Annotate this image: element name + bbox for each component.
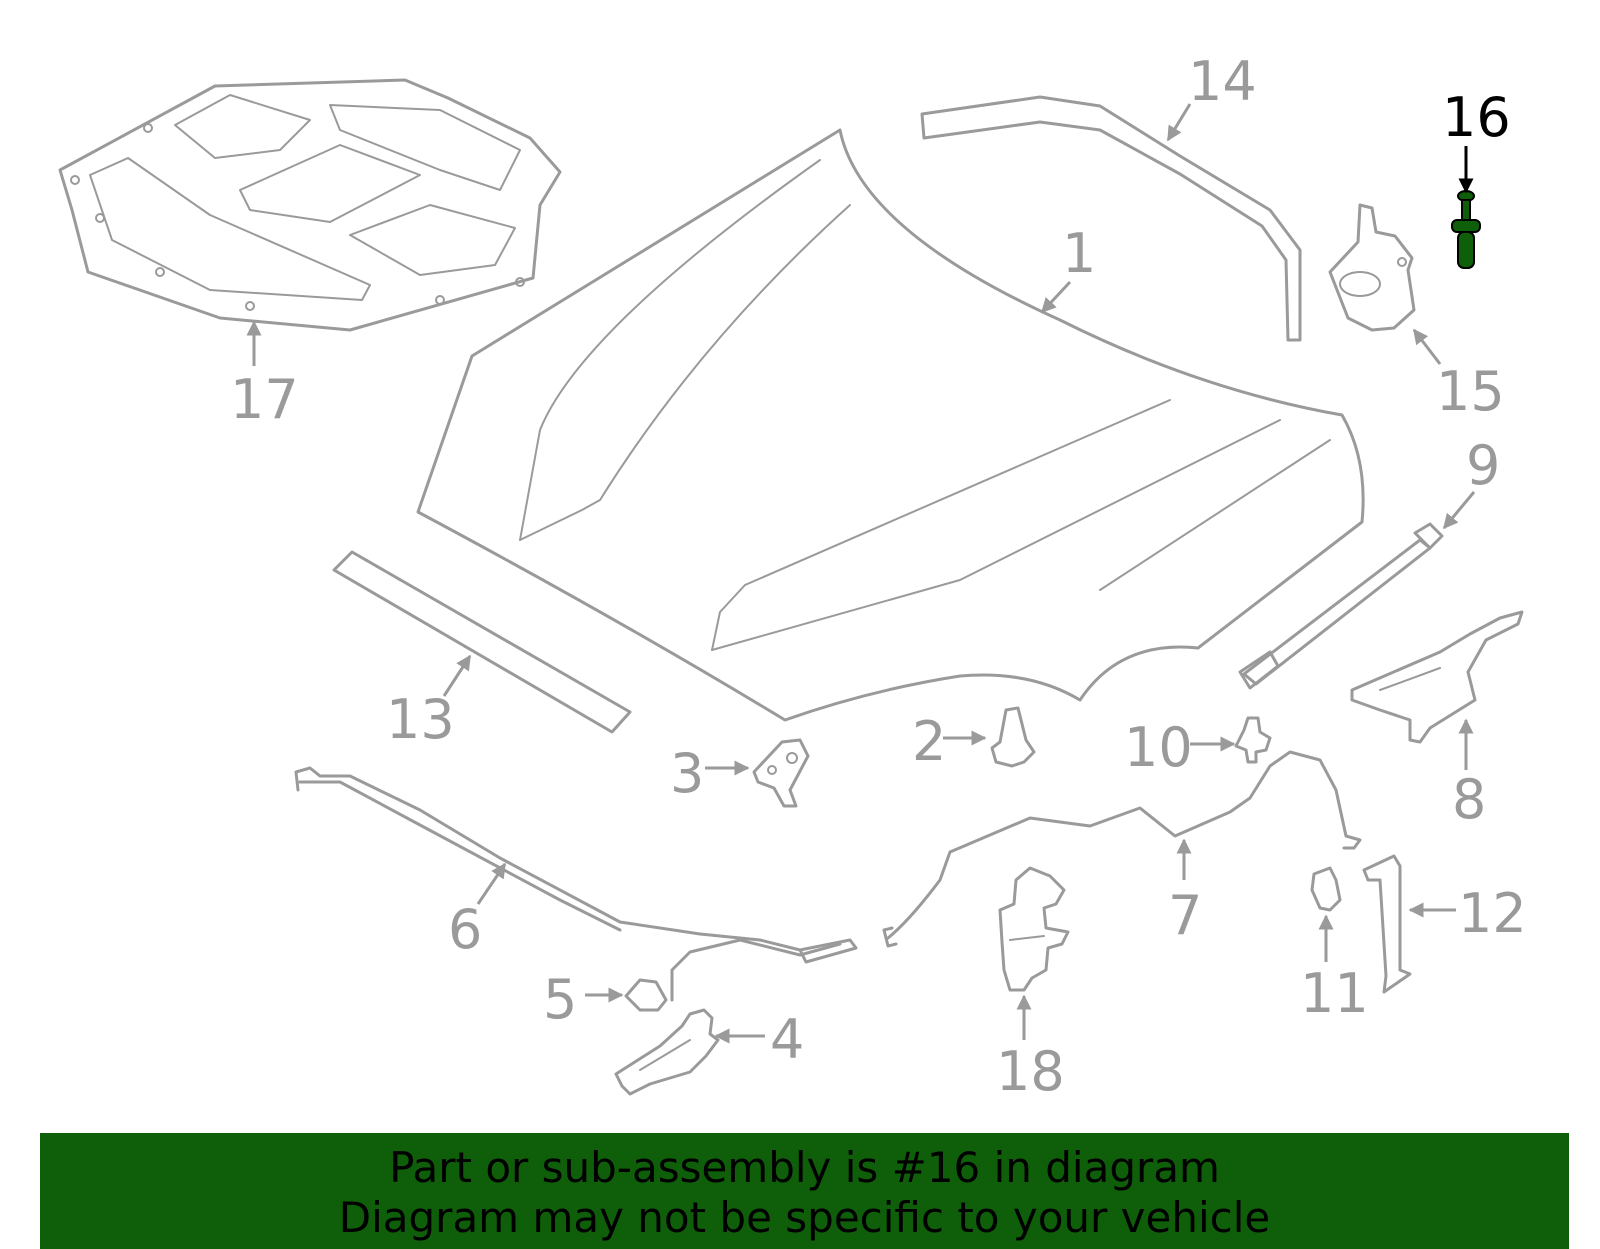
callout-15: 15	[1436, 360, 1505, 423]
part-2-bumper	[990, 706, 1036, 768]
info-banner: Part or sub-assembly is #16 in diagram D…	[40, 1133, 1569, 1249]
part-14-hood-seal	[920, 95, 1302, 342]
callout-16: 16	[1442, 86, 1511, 149]
callout-9: 9	[1466, 434, 1500, 497]
callout-10: 10	[1124, 716, 1193, 779]
banner-line-2: Diagram may not be specific to your vehi…	[338, 1193, 1271, 1242]
part-8-hood-hinge	[1350, 610, 1524, 744]
part-18-actuator	[998, 866, 1070, 992]
callout-18: 18	[996, 1040, 1065, 1103]
callout-14: 14	[1188, 50, 1257, 113]
callout-5: 5	[543, 968, 577, 1031]
part-3-latch-plate	[752, 738, 810, 808]
part-9-support-strut	[1238, 522, 1444, 690]
leader-arrows	[246, 103, 1476, 1044]
callout-13: 13	[386, 688, 455, 751]
callout-4: 4	[770, 1008, 804, 1071]
part-6-release-cable	[294, 766, 858, 1002]
part-4-hood-latch	[614, 1008, 720, 1096]
callout-8: 8	[1452, 768, 1486, 831]
part-15-bracket	[1328, 203, 1416, 332]
callout-17: 17	[230, 368, 299, 431]
part-13-weatherstrip	[332, 550, 632, 734]
part-1-hood-panel	[416, 128, 1365, 722]
callout-7: 7	[1168, 884, 1202, 947]
part-16-clip-highlighted	[1451, 190, 1481, 269]
callout-1: 1	[1062, 222, 1096, 285]
callout-12: 12	[1458, 882, 1527, 945]
callout-3: 3	[670, 742, 704, 805]
banner-line-1: Part or sub-assembly is #16 in diagram	[389, 1143, 1220, 1192]
callout-11: 11	[1300, 962, 1369, 1025]
callout-6: 6	[448, 898, 482, 961]
part-17-engine-shield	[58, 78, 562, 332]
part-10-bumper-stop	[1234, 716, 1272, 764]
part-12-trim-strip	[1362, 854, 1412, 994]
part-5-clip	[624, 978, 668, 1012]
part-7-release-cable	[882, 750, 1362, 948]
part-11-cap	[1310, 866, 1342, 912]
callout-labels: 1 2 3 4 5 6 7 8 9 10 11 12 13 14 15 16 1…	[230, 50, 1527, 1103]
callout-2: 2	[912, 710, 946, 773]
